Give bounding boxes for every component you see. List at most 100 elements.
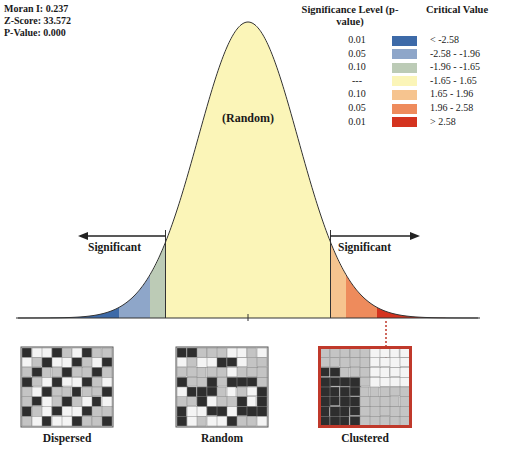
map-region xyxy=(207,416,218,426)
map-region xyxy=(187,387,196,397)
map-region xyxy=(52,377,63,387)
significance-arrow xyxy=(86,235,166,236)
map-region xyxy=(400,416,410,426)
map-region xyxy=(72,368,83,377)
map-region xyxy=(400,377,410,387)
map-region xyxy=(330,387,339,397)
map-region xyxy=(330,368,341,377)
map-region xyxy=(360,407,371,417)
map-region xyxy=(227,348,237,359)
map-region xyxy=(22,387,33,397)
map-region xyxy=(360,348,369,358)
map-region xyxy=(22,407,31,418)
map-region xyxy=(82,377,93,386)
curve-band xyxy=(331,242,347,318)
map-region xyxy=(102,358,112,367)
map-region xyxy=(72,377,82,388)
region-label: Significant xyxy=(338,241,391,254)
map-region xyxy=(340,368,349,378)
map-region xyxy=(92,368,103,377)
map-region xyxy=(237,358,248,367)
statistic-value: Moran I: 0.237 xyxy=(4,3,68,15)
map-region xyxy=(227,377,237,388)
arrowhead xyxy=(410,232,420,240)
map-region xyxy=(32,387,41,397)
map-region xyxy=(400,368,410,378)
p-value: 0.05 xyxy=(332,102,382,114)
map-region xyxy=(52,416,63,426)
map-region xyxy=(187,368,198,377)
map-region xyxy=(257,407,267,418)
map-border xyxy=(320,348,411,427)
map-region xyxy=(370,407,380,418)
critical-value: > 2.58 xyxy=(430,116,456,128)
map-region xyxy=(22,416,32,426)
map-region xyxy=(257,348,267,358)
map-region xyxy=(237,397,248,407)
statistic-value: P-Value: 0.000 xyxy=(4,27,66,39)
curve-band xyxy=(18,307,119,318)
map-region xyxy=(82,397,93,407)
map-region xyxy=(380,358,391,367)
map-region xyxy=(360,387,369,398)
map-region xyxy=(92,407,103,417)
legend-heading: Critical Value xyxy=(426,4,488,16)
map-region xyxy=(217,377,228,386)
map-region xyxy=(360,416,371,426)
map-region xyxy=(370,387,379,397)
critical-value: 1.65 - 1.96 xyxy=(430,88,473,100)
map-region xyxy=(340,397,351,407)
map-region xyxy=(237,377,248,386)
map-region xyxy=(52,358,63,367)
map-region xyxy=(32,368,43,377)
map-region xyxy=(102,387,112,397)
map-region xyxy=(370,397,381,408)
map-region xyxy=(390,397,399,407)
map-region xyxy=(42,358,52,368)
map-region xyxy=(237,407,247,416)
map-region xyxy=(197,348,207,357)
map-region xyxy=(72,407,82,418)
map-region xyxy=(32,416,42,426)
map-region xyxy=(340,387,350,398)
map-region xyxy=(62,387,71,398)
map-region xyxy=(320,416,330,426)
legend-swatch xyxy=(392,63,417,73)
map-region xyxy=(380,348,390,357)
map-region xyxy=(360,377,371,386)
map-region xyxy=(390,348,399,358)
critical-value: < -2.58 xyxy=(430,34,459,46)
map-region xyxy=(340,377,351,386)
map-region xyxy=(102,397,112,408)
map-region xyxy=(400,387,410,397)
map-region xyxy=(32,348,42,357)
map-region xyxy=(247,407,258,417)
map-region xyxy=(207,368,216,377)
map-caption: Clustered xyxy=(318,432,412,444)
map-region xyxy=(62,407,73,417)
map-region xyxy=(187,397,197,406)
map-region xyxy=(340,416,349,426)
map-region xyxy=(247,397,256,407)
map-region xyxy=(42,377,53,386)
pattern-map xyxy=(318,346,412,428)
map-caption: Random xyxy=(175,432,269,444)
map-region xyxy=(72,416,82,426)
map-region xyxy=(207,387,218,396)
map-region xyxy=(207,377,218,387)
map-region xyxy=(257,397,267,408)
map-region xyxy=(177,397,187,407)
map-region xyxy=(92,416,101,426)
map-border xyxy=(176,347,268,427)
map-caption: Dispersed xyxy=(20,432,114,444)
map-region xyxy=(320,358,330,367)
map-region xyxy=(247,377,257,386)
map-region xyxy=(400,348,410,358)
map-region xyxy=(330,377,340,386)
map-region xyxy=(257,377,267,387)
map-region xyxy=(360,358,370,368)
map-region xyxy=(52,368,61,377)
map-region xyxy=(82,407,92,416)
map-region xyxy=(400,407,410,418)
map-region xyxy=(257,416,267,426)
